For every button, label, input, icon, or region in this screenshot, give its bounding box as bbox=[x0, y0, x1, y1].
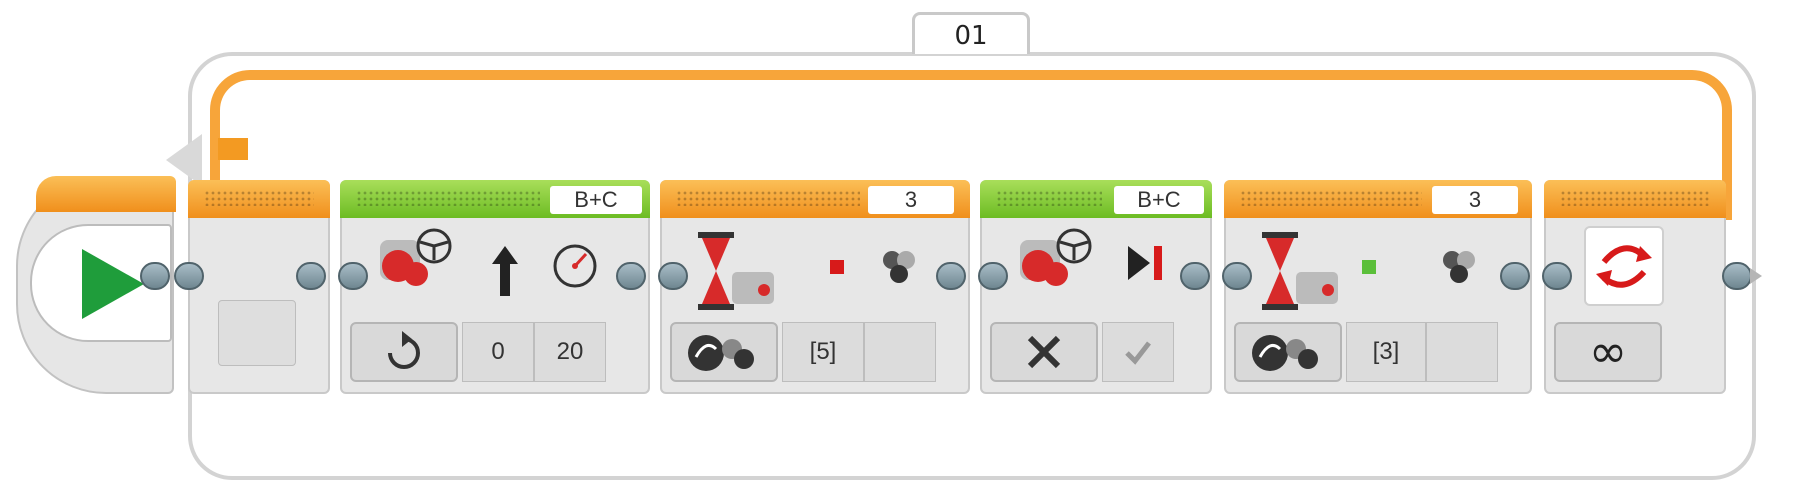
mode-selector[interactable] bbox=[1234, 322, 1342, 382]
steering-input[interactable]: 20 bbox=[534, 322, 606, 382]
rotate-icon bbox=[388, 331, 420, 369]
port-selector[interactable]: B+C bbox=[1114, 186, 1204, 214]
red-square-icon bbox=[830, 260, 844, 274]
loop-label[interactable]: 01 bbox=[912, 12, 1030, 54]
power-input[interactable]: 0 bbox=[462, 322, 534, 382]
color-sensor-icon bbox=[728, 266, 778, 310]
connector bbox=[616, 262, 646, 290]
connector bbox=[296, 262, 326, 290]
output-slot[interactable] bbox=[864, 322, 936, 382]
move-steering-block-2[interactable]: B+C bbox=[980, 180, 1212, 394]
hourglass-icon bbox=[696, 232, 736, 310]
start-block[interactable] bbox=[16, 176, 176, 394]
output-slot[interactable] bbox=[1426, 322, 1498, 382]
wait-header: 3 bbox=[660, 180, 970, 218]
loop-start-block[interactable] bbox=[188, 180, 330, 394]
loop-end-header bbox=[1544, 180, 1726, 218]
connector-output bbox=[1722, 262, 1752, 290]
compare-icon bbox=[1252, 335, 1318, 371]
loop-condition-slot[interactable] bbox=[218, 300, 296, 366]
close-icon bbox=[1027, 335, 1061, 369]
mode-selector[interactable] bbox=[670, 322, 778, 382]
skip-icon bbox=[1128, 246, 1168, 280]
loop-start-header bbox=[188, 180, 330, 218]
move-steering-block[interactable]: B+C 0 20 bbox=[340, 180, 650, 394]
port-selector[interactable]: B+C bbox=[550, 186, 642, 214]
connector bbox=[1180, 262, 1210, 290]
connector bbox=[978, 262, 1008, 290]
connector bbox=[658, 262, 688, 290]
large-motor-icon bbox=[1016, 230, 1072, 294]
steering-wheel-icon bbox=[1054, 226, 1094, 266]
loop-mode-selector[interactable]: ∞ bbox=[1554, 322, 1662, 382]
wait-color-block-2[interactable]: 3 [3] bbox=[1224, 180, 1532, 394]
color-set-input[interactable]: [5] bbox=[782, 322, 864, 382]
colors-icon bbox=[1440, 248, 1478, 286]
output-arrow-icon bbox=[1750, 268, 1762, 284]
loop-highlight bbox=[210, 70, 1732, 220]
color-sensor-icon bbox=[1292, 266, 1342, 310]
loop-end-block[interactable]: ∞ bbox=[1544, 180, 1726, 394]
wait-color-block[interactable]: 3 [5] bbox=[660, 180, 970, 394]
loop-icon bbox=[1584, 226, 1664, 306]
arrow-up-icon bbox=[490, 246, 520, 296]
speedometer-icon bbox=[550, 238, 600, 288]
start-play-icon bbox=[82, 249, 144, 319]
move-steering-header-2: B+C bbox=[980, 180, 1212, 218]
port-selector[interactable]: 3 bbox=[1432, 186, 1518, 214]
hourglass-icon bbox=[1260, 232, 1300, 310]
connector bbox=[1222, 262, 1252, 290]
mode-selector[interactable] bbox=[350, 322, 458, 382]
connector bbox=[140, 262, 170, 290]
mode-selector[interactable] bbox=[990, 322, 1098, 382]
green-square-icon bbox=[1362, 260, 1376, 274]
connector bbox=[936, 262, 966, 290]
connector bbox=[338, 262, 368, 290]
start-header bbox=[36, 176, 176, 212]
infinity-icon: ∞ bbox=[1588, 324, 1628, 378]
loop-flag-accent bbox=[218, 138, 248, 160]
check-icon bbox=[1125, 341, 1151, 365]
port-selector[interactable]: 3 bbox=[868, 186, 954, 214]
color-set-input[interactable]: [3] bbox=[1346, 322, 1426, 382]
connector bbox=[1500, 262, 1530, 290]
wait-header-2: 3 bbox=[1224, 180, 1532, 218]
compare-icon bbox=[688, 335, 754, 371]
colors-icon bbox=[880, 248, 918, 286]
large-motor-icon bbox=[376, 230, 432, 294]
steering-wheel-icon bbox=[414, 226, 454, 266]
connector bbox=[1542, 262, 1572, 290]
move-steering-header: B+C bbox=[340, 180, 650, 218]
brake-input[interactable] bbox=[1102, 322, 1174, 382]
connector bbox=[174, 262, 204, 290]
